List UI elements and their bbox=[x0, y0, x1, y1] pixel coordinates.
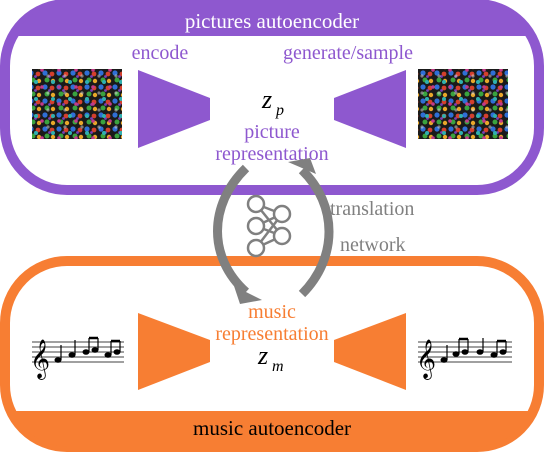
music-representation-line1: music bbox=[248, 301, 296, 323]
svg-text:𝄞: 𝄞 bbox=[30, 340, 50, 380]
picture-encoder-shape bbox=[138, 70, 210, 148]
translation-label-line2: network bbox=[340, 234, 406, 256]
encode-label: encode bbox=[132, 42, 189, 64]
picture-representation-line2: representation bbox=[215, 143, 328, 165]
picture-representation-line1: picture bbox=[244, 121, 300, 143]
neural-network-icon bbox=[246, 194, 292, 258]
mosaic-image-icon bbox=[418, 69, 508, 139]
pictures-autoencoder: pictures autoencoder encode generate/sam… bbox=[0, 0, 544, 195]
generate-sample-label: generate/sample bbox=[283, 42, 413, 64]
up-arrow-head bbox=[288, 158, 316, 174]
music-encoder-shape bbox=[138, 313, 210, 390]
music-latent-subscript: m bbox=[272, 358, 284, 375]
pictures-autoencoder-title-bar bbox=[13, 4, 531, 36]
down-arrow-head bbox=[234, 286, 262, 304]
mosaic-image-icon bbox=[32, 69, 122, 139]
translation-label-line1: translation bbox=[330, 198, 414, 220]
up-arrow-curve bbox=[298, 166, 334, 298]
picture-latent-symbol: z bbox=[261, 85, 272, 114]
svg-text:𝄞: 𝄞 bbox=[416, 340, 436, 380]
translation-network: translation network bbox=[213, 158, 414, 304]
music-autoencoder-title: music autoencoder bbox=[193, 416, 351, 440]
down-arrow-curve bbox=[213, 164, 250, 296]
picture-latent-subscript: p bbox=[275, 102, 284, 119]
music-decoder-shape bbox=[334, 313, 406, 390]
music-autoencoder-title-bar bbox=[13, 411, 531, 447]
music-representation-line2: representation bbox=[215, 323, 328, 345]
music-score-icon: 𝄞 bbox=[30, 336, 124, 380]
music-latent-symbol: z bbox=[257, 341, 268, 370]
pictures-autoencoder-title: pictures autoencoder bbox=[185, 9, 359, 33]
music-score-icon: 𝄞 bbox=[416, 337, 512, 380]
picture-decoder-shape bbox=[334, 70, 406, 148]
music-autoencoder: music autoencoder 𝄞 music representation… bbox=[0, 256, 544, 452]
